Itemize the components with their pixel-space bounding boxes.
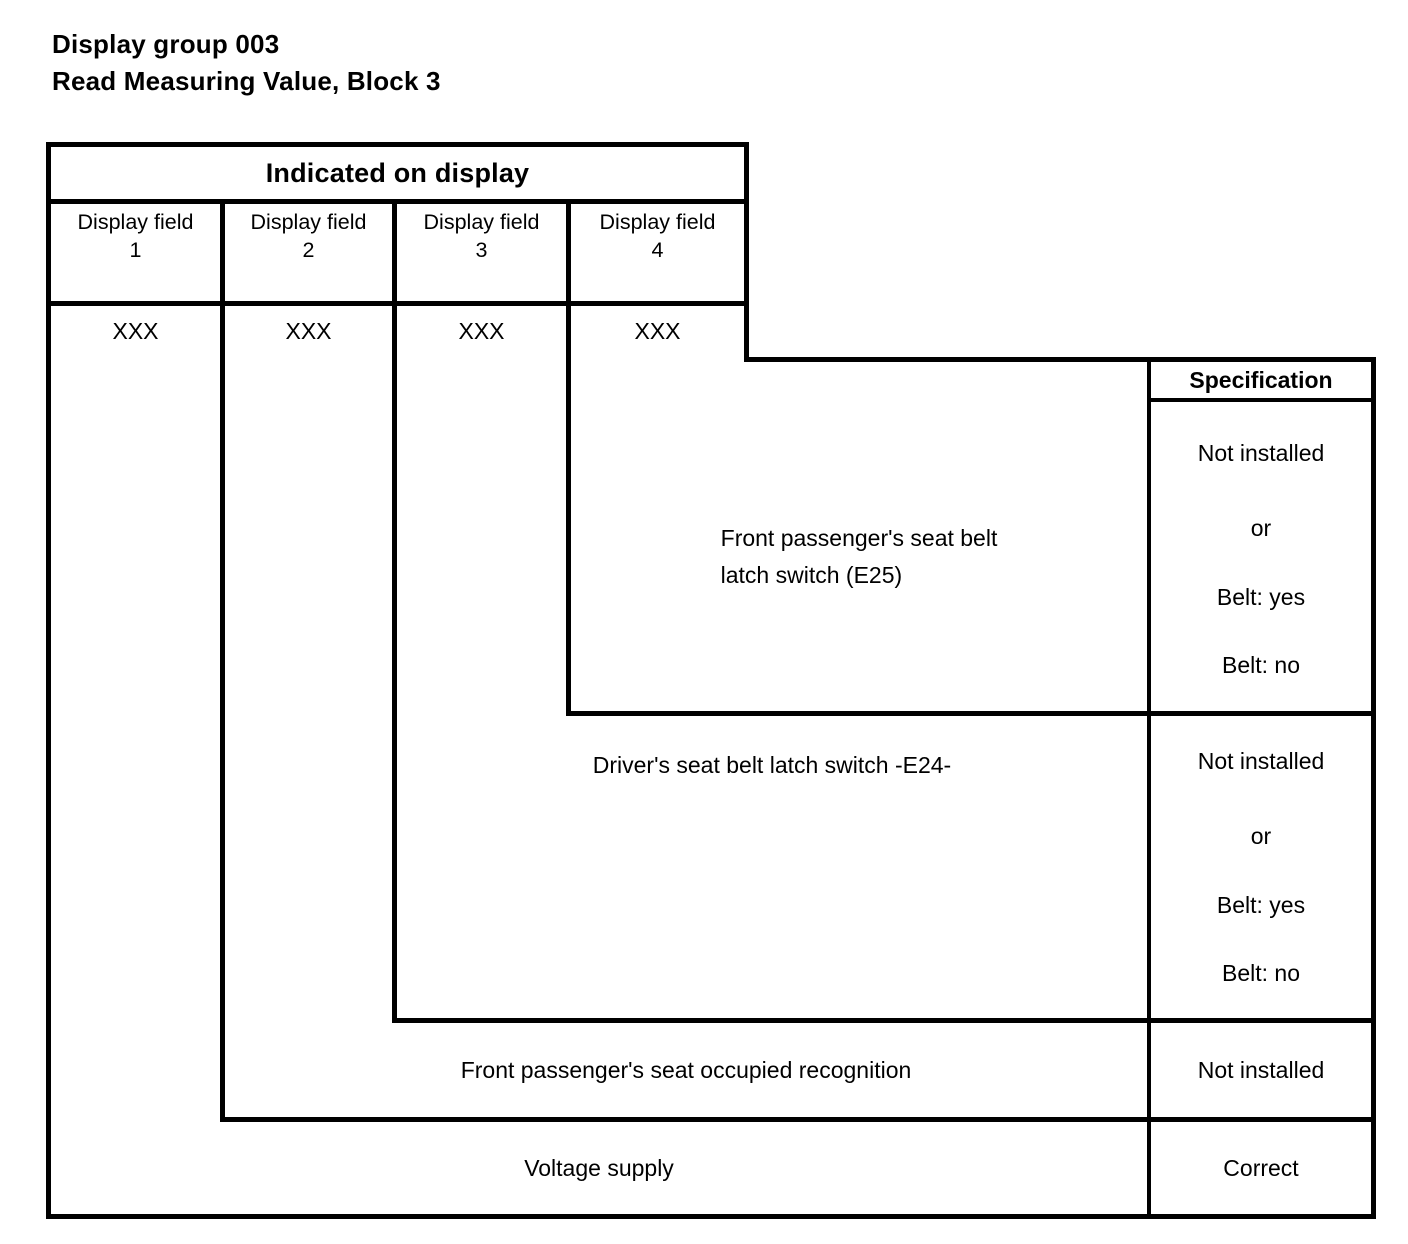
row-1-spec-values: Not installed or Belt: yes Belt: no	[1151, 442, 1371, 677]
column-divider-2	[392, 199, 397, 1023]
spec-column-left-divider	[1147, 357, 1151, 1219]
table-bottom-border	[46, 1214, 1375, 1219]
row-2-spec-value-1: Not installed	[1197, 748, 1325, 774]
row-3-spec-values: Not installed	[1151, 1023, 1371, 1117]
column-header-1-number: 1	[129, 238, 142, 263]
table-left-border	[46, 142, 51, 1219]
row-1-spec-value-1: Not installed	[1197, 440, 1325, 466]
page-title: Display group 003 Read Measuring Value, …	[52, 26, 441, 100]
column-header-4-label: Display field	[599, 210, 716, 234]
display-value-4: XXX	[634, 318, 681, 344]
column-header-bottom-border	[46, 301, 748, 306]
column-header-2: Display field 2	[225, 204, 392, 305]
row-1-spec-value-4: Belt: no	[1222, 652, 1300, 678]
row-2-description: Driver's seat belt latch switch -E24-	[397, 716, 1147, 1050]
column-header-3-label: Display field	[423, 210, 540, 234]
spec-header-label: Specification	[1189, 366, 1333, 393]
row-2-spec-values: Not installed or Belt: yes Belt: no	[1151, 750, 1371, 985]
column-header-1-label: Display field	[77, 210, 194, 234]
title-line-1: Display group 003	[52, 29, 280, 59]
row-4-spec-value-1: Correct	[1223, 1154, 1299, 1181]
column-header-4-number: 4	[651, 238, 664, 263]
display-value-1: XXX	[112, 318, 159, 344]
display-header-bottom-border	[46, 199, 748, 204]
display-block-right-border	[744, 142, 749, 362]
row-4-description-line-1: Voltage supply	[524, 1154, 674, 1181]
row-2-spec-value-4: Belt: no	[1222, 960, 1300, 986]
title-line-2: Read Measuring Value, Block 3	[52, 65, 441, 96]
display-value-2: XXX	[285, 318, 332, 344]
row-1-spec-value-2: or	[1250, 515, 1272, 541]
display-value-3: XXX	[458, 318, 505, 344]
column-header-4: Display field 4	[571, 204, 744, 305]
row-1-spec-value-3: Belt: yes	[1216, 584, 1306, 610]
column-header-2-number: 2	[302, 238, 315, 263]
xxx-row-bottom-shelf	[744, 357, 1375, 362]
column-header-3: Display field 3	[397, 204, 566, 305]
column-header-2-label: Display field	[250, 210, 367, 234]
row3-bottom-border	[220, 1117, 1375, 1122]
column-divider-3	[566, 199, 571, 716]
spec-header-bottom-border	[1147, 398, 1375, 402]
display-header-label: Indicated on display	[265, 157, 530, 188]
row1-bottom-border	[566, 711, 1375, 716]
row-2-spec-value-2: or	[1250, 823, 1272, 849]
row-4-description: Voltage supply	[51, 1122, 1147, 1214]
row-3-description-line-1: Front passenger's seat occupied recognit…	[460, 1056, 912, 1083]
row-1-description: Front passenger's seat belt latch switch…	[571, 402, 1147, 711]
row-1-description-line-2: latch switch (E25)	[720, 561, 903, 588]
row-3-spec-value-1: Not installed	[1197, 1056, 1325, 1083]
table-top-border	[46, 142, 748, 147]
row-1-description-line-1: Front passenger's seat belt	[720, 525, 998, 552]
column-divider-1	[220, 199, 225, 1122]
row-4-spec-values: Correct	[1151, 1122, 1371, 1214]
table-right-border	[1371, 357, 1376, 1219]
row-2-spec-value-3: Belt: yes	[1216, 892, 1306, 918]
column-header-1: Display field 1	[51, 204, 220, 305]
row-3-description: Front passenger's seat occupied recognit…	[225, 1023, 1147, 1117]
row-2-description-line-1: Driver's seat belt latch switch -E24-	[592, 752, 952, 778]
column-header-3-number: 3	[475, 238, 488, 263]
row2-bottom-border	[392, 1018, 1375, 1023]
